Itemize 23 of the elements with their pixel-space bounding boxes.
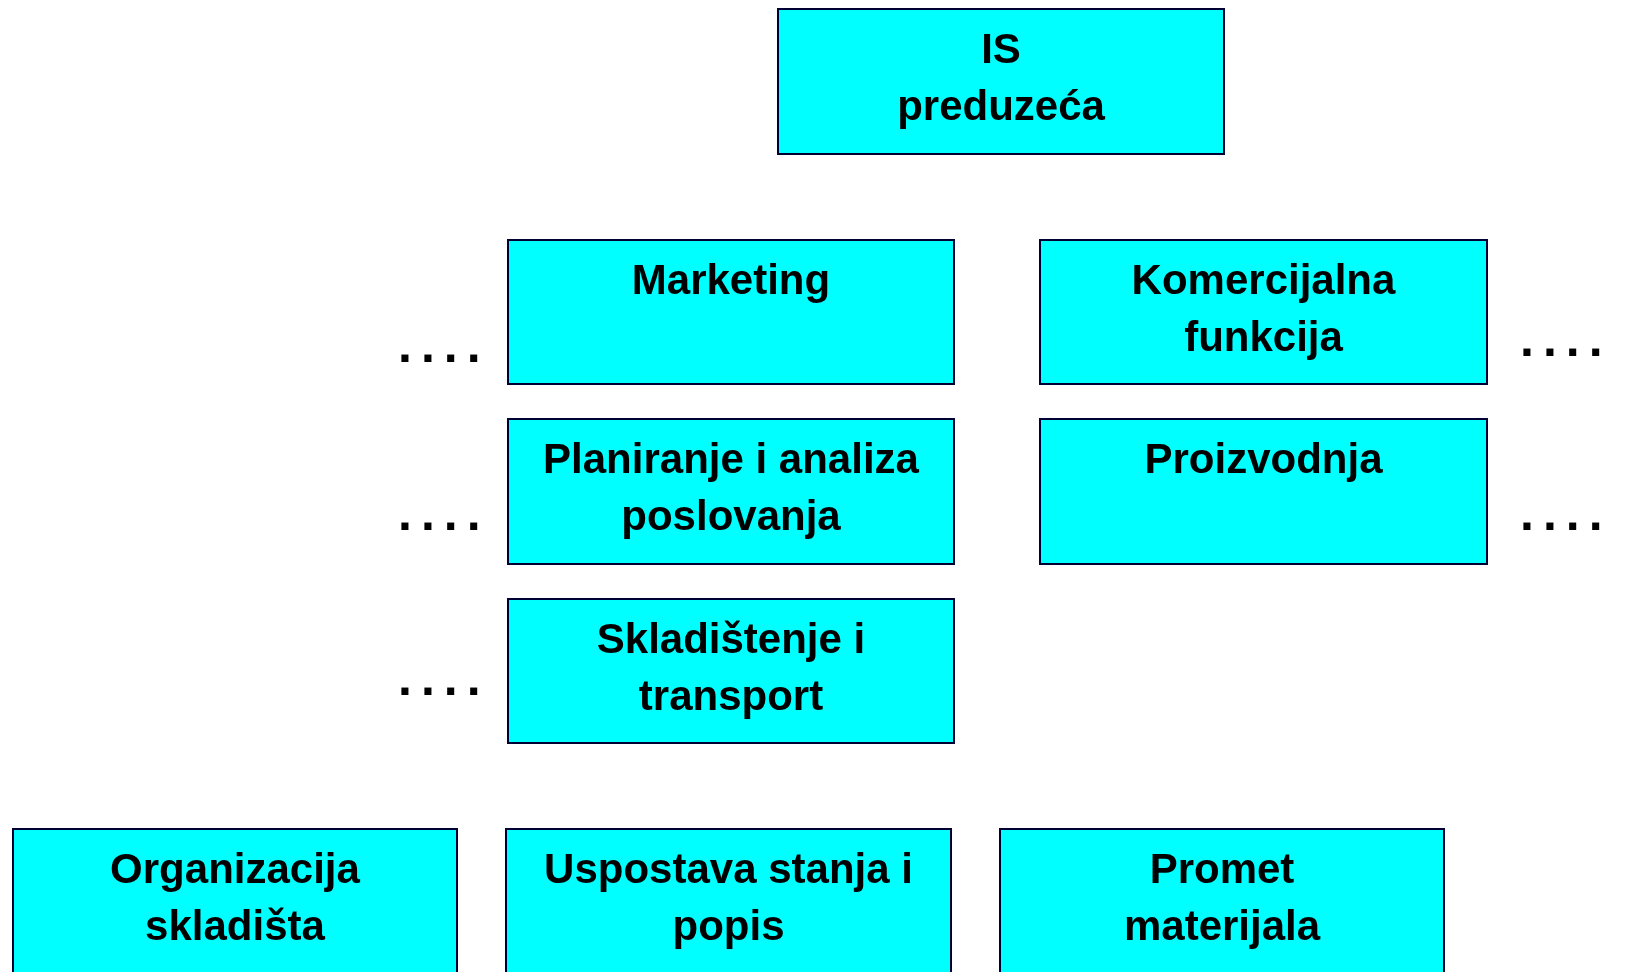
box-label: Uspostava stanja i popis <box>543 844 914 951</box>
process-box <box>507 418 955 565</box>
process-box <box>12 828 458 972</box>
box-label: Komercijalna funkcija <box>1130 255 1397 362</box>
box-label: IS preduzeća <box>896 24 1106 131</box>
box-label: Planiranje i analiza poslovanja <box>542 434 920 541</box>
process-box <box>1039 239 1488 385</box>
ellipsis-text: .... <box>398 488 490 538</box>
box-label: Marketing <box>631 255 831 305</box>
process-box <box>505 828 952 972</box>
ellipsis-text: .... <box>398 653 490 703</box>
box-label: Skladištenje i transport <box>595 614 867 721</box>
process-box <box>999 828 1445 972</box>
process-box <box>507 239 955 385</box>
process-box <box>777 8 1225 155</box>
box-label: Organizacija skladišta <box>109 844 361 951</box>
box-label: Proizvodnja <box>1144 434 1383 484</box>
process-box <box>507 598 955 744</box>
process-box <box>1039 418 1488 565</box>
box-label: Promet materijala <box>1122 844 1322 951</box>
ellipsis-text: .... <box>1520 314 1612 364</box>
ellipsis-text: .... <box>398 320 490 370</box>
ellipsis-text: .... <box>1520 488 1612 538</box>
